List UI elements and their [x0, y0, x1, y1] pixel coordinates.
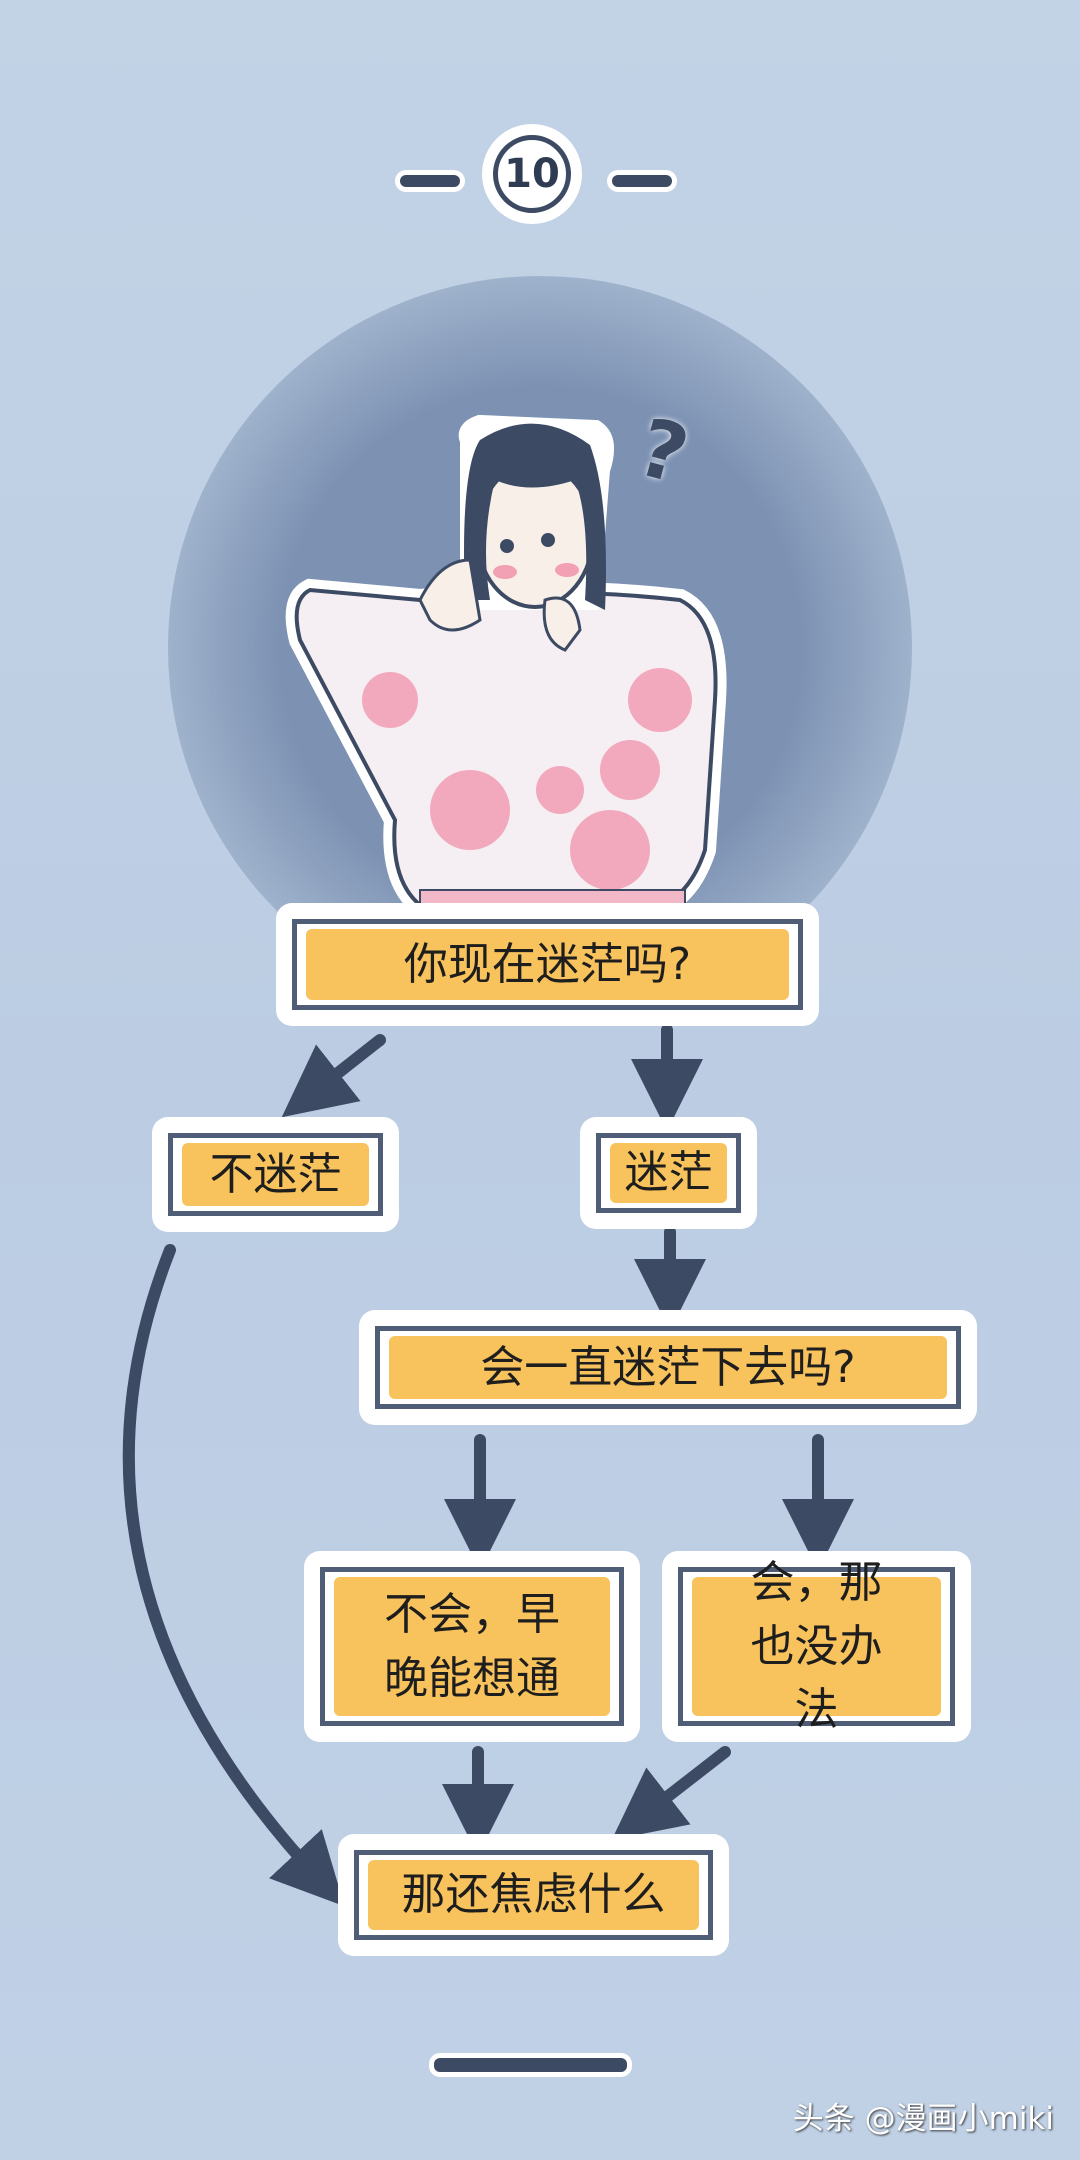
- arrow-yes2-to-end: [611, 1746, 731, 1841]
- arrow-no-to-end: [122, 1244, 345, 1907]
- page-number: 10: [493, 135, 571, 213]
- question2-box: 会一直迷茫下去吗?: [365, 1316, 971, 1419]
- header-dash-right: [612, 175, 672, 187]
- footer-bar: [434, 2058, 627, 2072]
- answer-yes2-text: 会，那也没办法: [692, 1557, 941, 1735]
- conclusion-text: 那还焦虑什么: [368, 1860, 699, 1930]
- question1-box: 你现在迷茫吗?: [282, 909, 813, 1020]
- question1-text: 你现在迷茫吗?: [306, 929, 789, 1000]
- watermark: 头条 @漫画小miki: [792, 2101, 1054, 2137]
- answer-yes-text: 迷茫: [610, 1143, 727, 1203]
- answer-no2-box: 不会，早晚能想通: [310, 1557, 634, 1736]
- girl-illustration: [285, 414, 727, 916]
- answer-no-text: 不迷茫: [182, 1143, 369, 1206]
- header-dash-left: [400, 175, 460, 187]
- arrow-q1-to-no: [281, 1034, 386, 1118]
- answer-yes-box: 迷茫: [586, 1123, 751, 1223]
- answer-no2-text: 不会，早晚能想通: [334, 1577, 610, 1716]
- answer-yes2-box: 会，那也没办法: [668, 1557, 965, 1736]
- conclusion-box: 那还焦虑什么: [344, 1840, 723, 1950]
- answer-no-box: 不迷茫: [158, 1123, 393, 1226]
- page-number-badge: 10: [482, 124, 582, 224]
- question2-text: 会一直迷茫下去吗?: [389, 1336, 947, 1399]
